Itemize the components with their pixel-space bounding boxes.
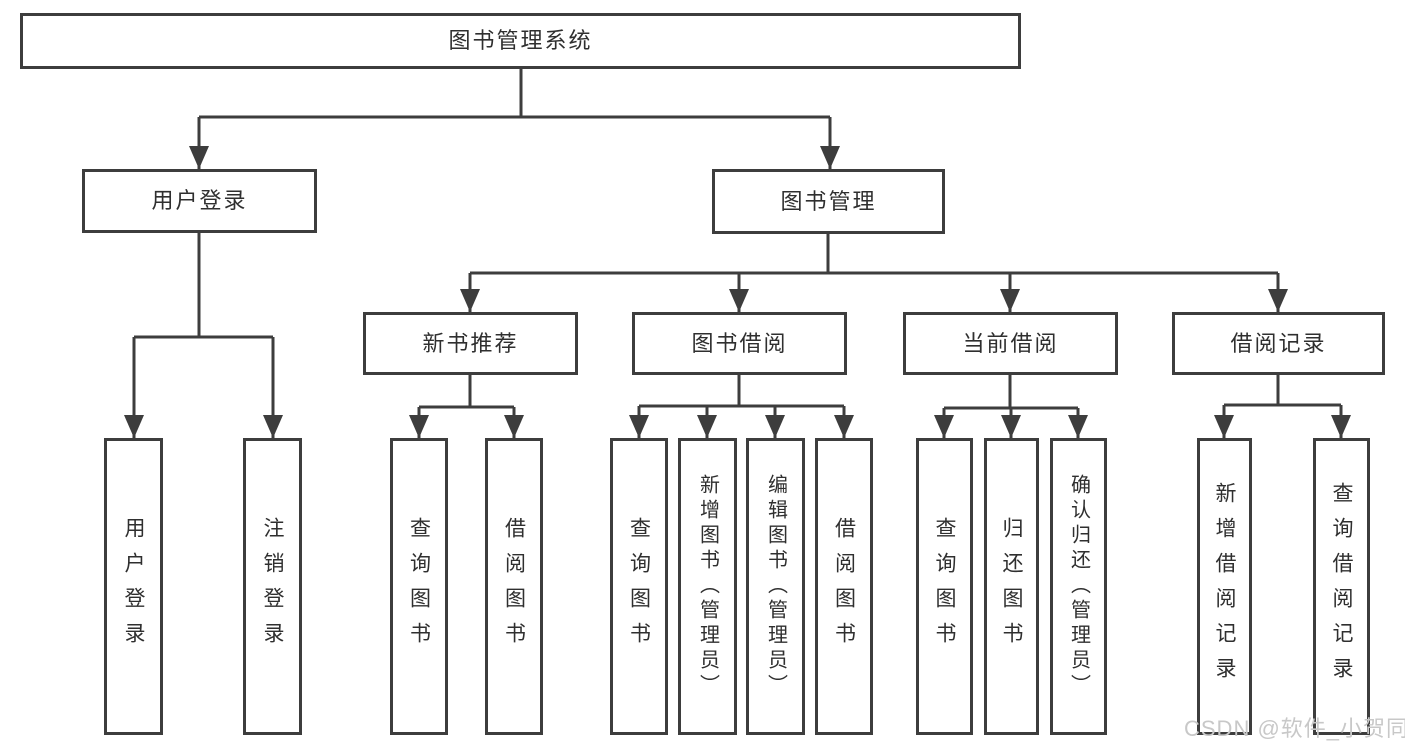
leaf-newbook-query-book-label: 查询图书 [407, 516, 431, 657]
leaf-return-book-label: 归还图书 [1000, 516, 1023, 657]
node-borrow-records-label: 借阅记录 [1230, 330, 1327, 356]
leaf-edit-book-admin: 编辑图书（管理员） [746, 438, 805, 735]
leaf-borrow-borrow-book-label: 借阅图书 [832, 516, 856, 657]
node-new-book-recommend-label: 新书推荐 [422, 330, 519, 356]
leaf-logout: 注销登录 [243, 438, 302, 735]
node-borrow-records: 借阅记录 [1172, 312, 1385, 375]
leaf-newbook-borrow-book: 借阅图书 [485, 438, 543, 735]
connector-user-login-children [134, 233, 273, 339]
leaf-user-login: 用户登录 [104, 438, 163, 735]
node-user-login: 用户登录 [82, 169, 317, 233]
node-book-management: 图书管理 [712, 169, 945, 234]
leaf-query-borrow-record-label: 查询借阅记录 [1330, 481, 1353, 692]
leaf-user-login-label: 用户登录 [122, 516, 145, 657]
leaf-confirm-return-admin-label: 确认归还（管理员） [1067, 474, 1090, 699]
leaf-query-borrow-record: 查询借阅记录 [1313, 438, 1370, 735]
node-current-borrow: 当前借阅 [903, 312, 1118, 375]
node-book-borrow-label: 图书借阅 [691, 330, 788, 356]
leaf-return-book: 归还图书 [984, 438, 1039, 735]
connector-root-to-level1 [199, 69, 830, 119]
leaf-borrow-borrow-book: 借阅图书 [815, 438, 873, 735]
node-current-borrow-label: 当前借阅 [962, 330, 1059, 356]
node-book-management-label: 图书管理 [780, 188, 877, 214]
leaf-add-book-admin-label: 新增图书（管理员） [696, 474, 719, 699]
node-new-book-recommend: 新书推荐 [363, 312, 578, 375]
leaf-borrow-query-book-label: 查询图书 [627, 516, 651, 657]
connector-current-borrow-children [944, 375, 1078, 410]
node-library-management-system-label: 图书管理系统 [448, 28, 593, 53]
leaf-confirm-return-admin: 确认归还（管理员） [1050, 438, 1107, 735]
csdn-watermark: CSDN @软件_小贺同学 [1184, 716, 1405, 741]
leaf-borrow-query-book: 查询图书 [610, 438, 668, 735]
node-library-management-system: 图书管理系统 [20, 13, 1021, 69]
leaf-add-book-admin: 新增图书（管理员） [678, 438, 737, 735]
node-book-borrow: 图书借阅 [632, 312, 847, 375]
leaf-edit-book-admin-label: 编辑图书（管理员） [764, 474, 787, 699]
connector-book-borrow-children [639, 375, 844, 408]
connector-borrow-records-children [1224, 375, 1341, 407]
leaf-current-query-book: 查询图书 [916, 438, 973, 735]
connector-new-book-children [419, 375, 514, 409]
leaf-current-query-book-label: 查询图书 [933, 516, 956, 657]
leaf-add-borrow-record: 新增借阅记录 [1197, 438, 1252, 735]
leaf-add-borrow-record-label: 新增借阅记录 [1213, 481, 1236, 692]
node-user-login-label: 用户登录 [151, 188, 248, 213]
connector-book-management-children [470, 234, 1278, 275]
leaf-newbook-borrow-book-label: 借阅图书 [502, 516, 526, 657]
leaf-logout-label: 注销登录 [261, 516, 284, 657]
leaf-newbook-query-book: 查询图书 [390, 438, 448, 735]
